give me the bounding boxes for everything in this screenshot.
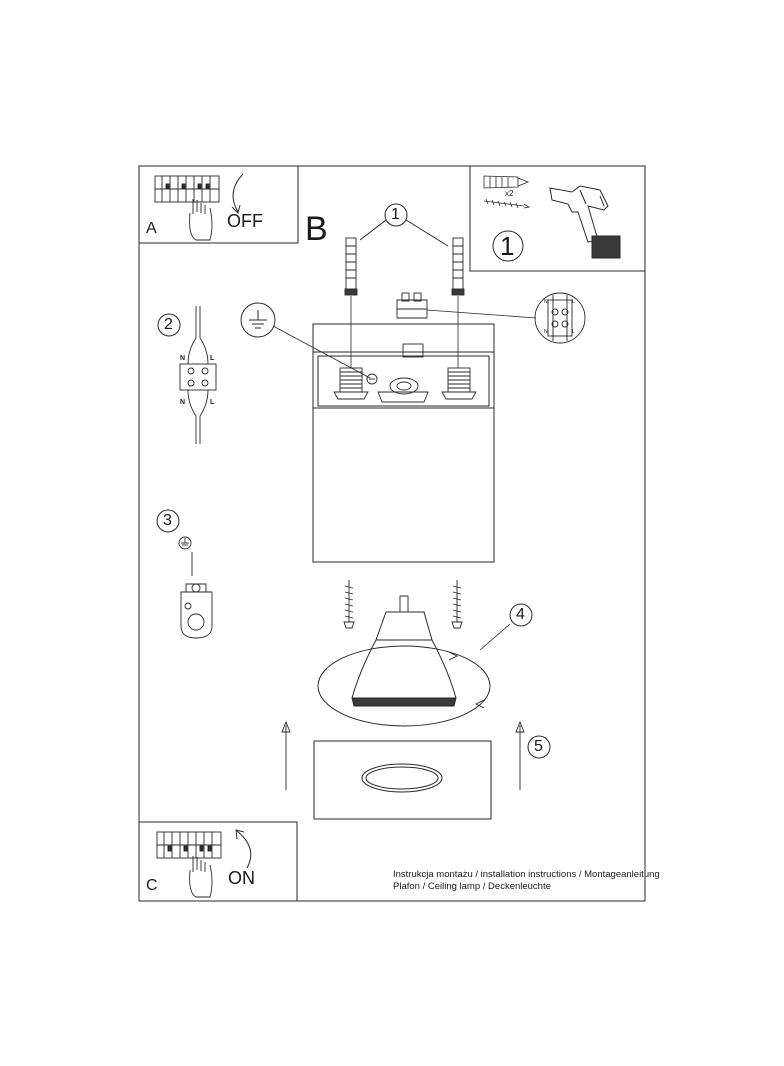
lamp-housing [312,323,495,563]
spring-left [333,367,369,400]
spring-right [441,367,477,400]
arrow-up-left [281,720,291,790]
panel-c-letter: C [146,877,158,894]
step-1-tools-circle [492,230,524,262]
step-4-circle [509,603,533,627]
arrow-up-icon [235,829,252,869]
panel-a-letter: A [146,220,157,237]
rotate-arrow-icon [448,651,485,709]
ground-symbol [240,302,276,338]
zoom-n-bottom: N [544,329,548,335]
step-1-label: 1 [391,206,400,223]
step-1-circle [384,203,408,227]
step-1-tools-label: 1 [500,231,515,261]
ceiling-panel [313,740,492,820]
arrow-up-right [515,720,525,790]
ground-clip [178,536,213,639]
terminal-block-icon [396,292,428,319]
panel-a [139,166,299,244]
step-2-label: 2 [164,316,173,333]
arrow-down-icon [231,173,244,214]
screw-left [343,580,355,629]
panel-a-action: OFF [227,211,263,231]
panel-b-letter: B [305,210,328,248]
leader-line [359,219,387,241]
step-5-label: 5 [534,738,543,755]
wire-l-top: L [210,355,215,362]
wiring-diagram [179,306,217,444]
step-3-circle [156,509,180,533]
page-frame [138,165,646,902]
panel-tools [469,166,645,272]
fuse-box-icon [154,175,220,203]
step-5-circle [527,735,551,759]
panel-c-action: ON [228,868,255,888]
step-4-label: 4 [516,606,525,623]
quantity-label: x2 [505,189,514,198]
step-2-circle [157,313,181,337]
caption-block: Instrukcja montażu / installation instru… [393,869,660,893]
step-3-label: 3 [163,512,172,529]
screw-icon [483,198,531,209]
wire-n-bottom: N [180,399,186,406]
wall-plug-icon [483,175,530,189]
zoom-n-top: N [544,299,548,305]
screw-right [451,580,463,629]
zoom-l-top: L [572,299,575,305]
hand-icon [189,856,213,898]
lamp-socket [366,373,429,403]
leader-line [405,219,449,247]
drill-icon [549,185,621,259]
caption-line-1: Instrukcja montażu / installation instru… [393,869,660,880]
wall-plug-right [451,237,465,296]
terminal-zoom [534,292,586,344]
zoom-l-bottom: L [572,329,575,335]
fuse-box-icon [156,831,222,859]
wire-l-bottom: L [210,399,215,406]
caption-line-2: Plafon / Ceiling lamp / Deckenleuchte [393,880,551,892]
wire-n-top: N [180,355,186,362]
hand-icon [189,199,213,241]
lamp-shade [317,595,491,727]
panel-c [139,821,298,901]
wall-plug-left [344,237,358,296]
